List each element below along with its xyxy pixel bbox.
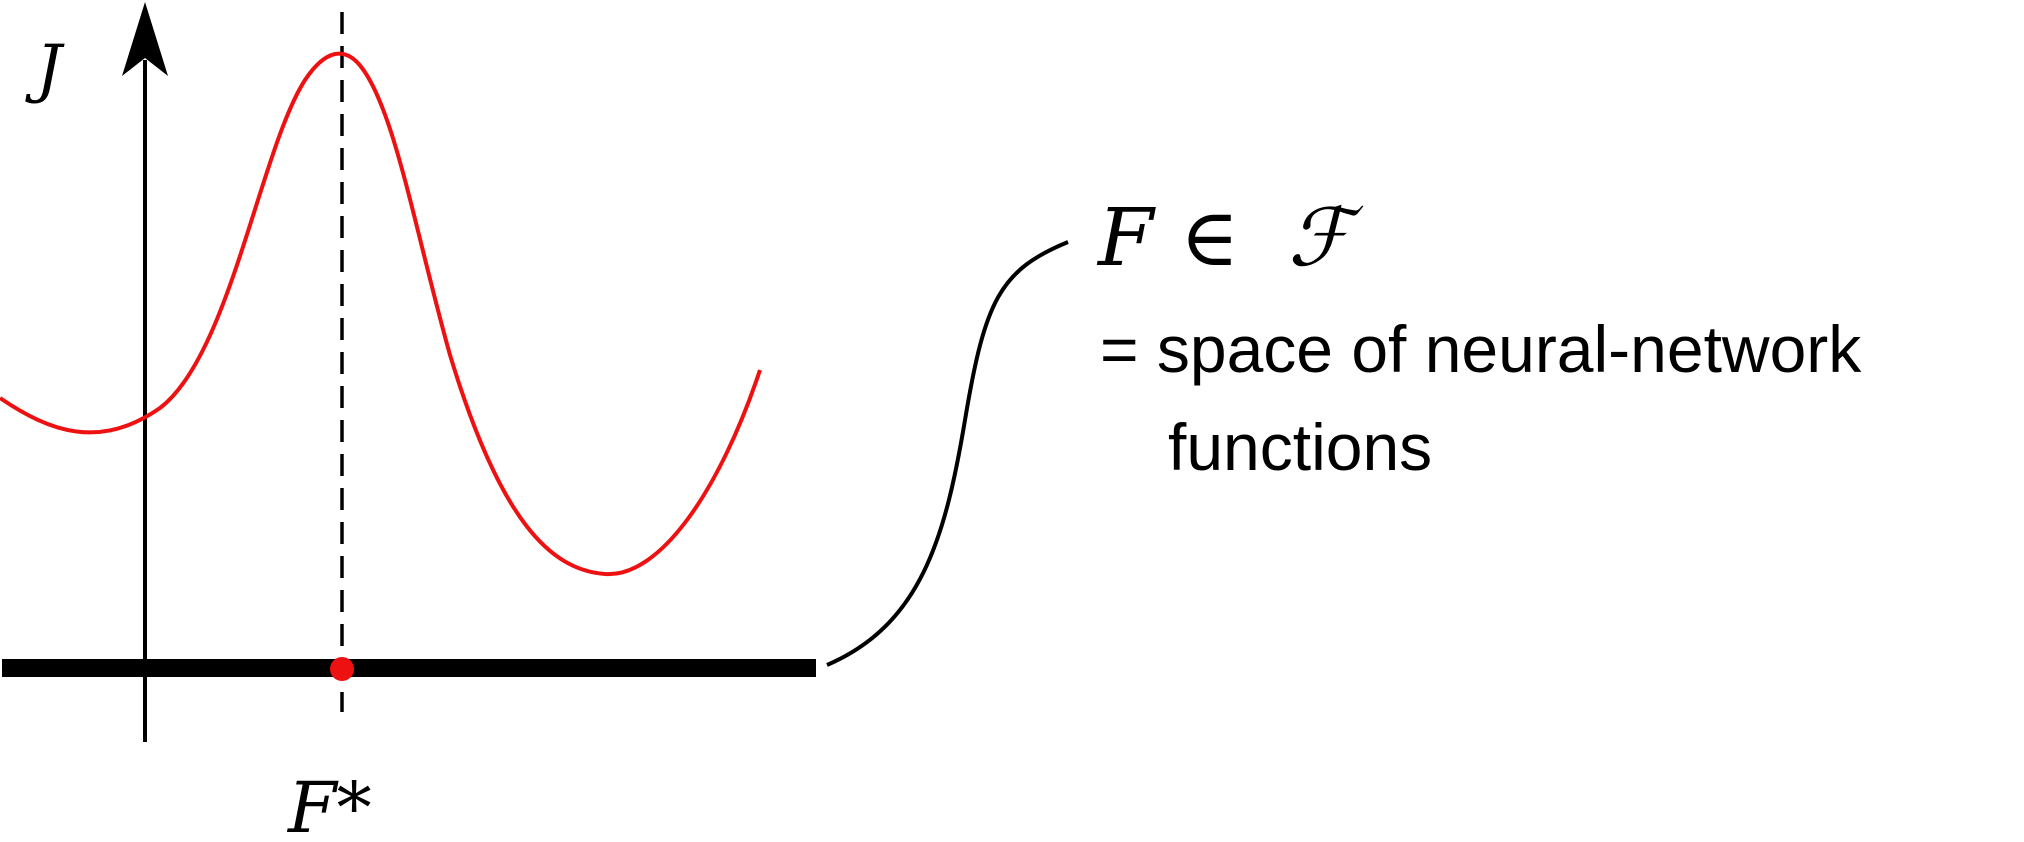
- optimum-label: F*: [286, 767, 372, 842]
- set-element: F: [1096, 191, 1156, 284]
- y-axis-label: J: [25, 32, 65, 106]
- optimum-point: [330, 657, 354, 681]
- set-space: ℱ: [1288, 191, 1364, 284]
- connector-curve: [826, 240, 1069, 667]
- objective-curve: [0, 51, 762, 577]
- description-line-1: = space of neural-network: [1100, 312, 1862, 386]
- description-line-2: functions: [1168, 410, 1432, 484]
- set-relation: ∈: [1180, 191, 1239, 284]
- y-axis-arrowhead: [122, 2, 168, 76]
- set-membership-label: F ∈ ℱ: [1096, 191, 1364, 284]
